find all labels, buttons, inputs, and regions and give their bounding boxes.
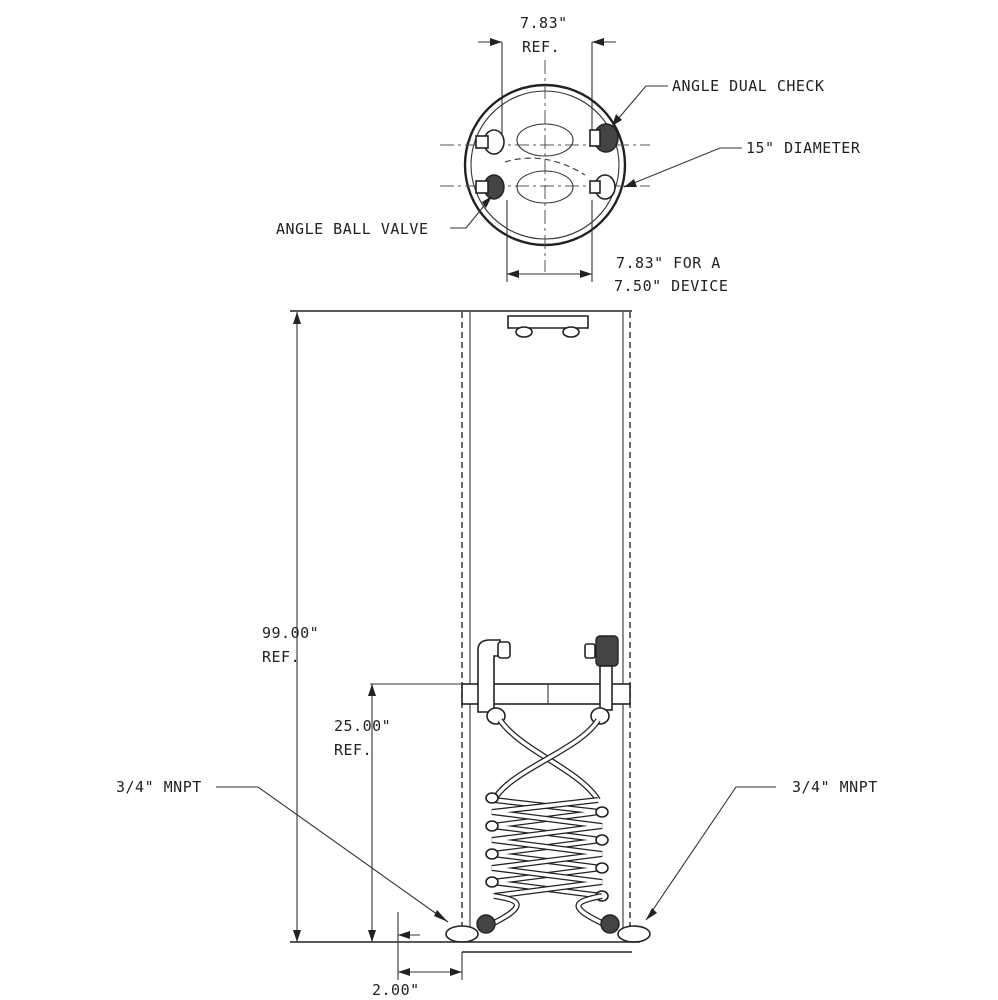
angle-ball-valve-side xyxy=(477,639,511,725)
device-dimension-line2: 7.50" DEVICE xyxy=(614,277,728,295)
side-view: 99.00" REF. 25.00" REF. xyxy=(116,310,878,999)
device-dimension-line1: 7.83" FOR A xyxy=(616,254,721,272)
inner-height-value: 25.00" xyxy=(334,717,391,735)
right-mnpt-label: 3/4" MNPT xyxy=(792,778,878,796)
height-ref: REF. xyxy=(262,648,300,666)
angle-dual-check-top xyxy=(589,123,619,200)
top-view: 7.83" REF. ANGLE DUAL CHECK xyxy=(276,14,861,295)
diameter-label: 15" DIAMETER xyxy=(746,139,861,157)
angle-dual-check-label: ANGLE DUAL CHECK xyxy=(672,77,825,95)
inner-height-ref: REF. xyxy=(334,741,372,759)
angle-dual-check-side xyxy=(584,635,619,725)
angle-ball-valve-top xyxy=(475,129,505,200)
coiled-hoses xyxy=(485,718,609,928)
top-width-ref: REF. xyxy=(522,38,560,56)
left-mnpt-label: 3/4" MNPT xyxy=(116,778,202,796)
top-width-value: 7.83" xyxy=(520,14,568,32)
angle-ball-valve-label: ANGLE BALL VALVE xyxy=(276,220,429,238)
left-mnpt-fitting xyxy=(445,914,496,943)
right-mnpt-fitting xyxy=(600,914,651,943)
offset-value: 2.00" xyxy=(372,981,420,999)
height-value: 99.00" xyxy=(262,624,319,642)
